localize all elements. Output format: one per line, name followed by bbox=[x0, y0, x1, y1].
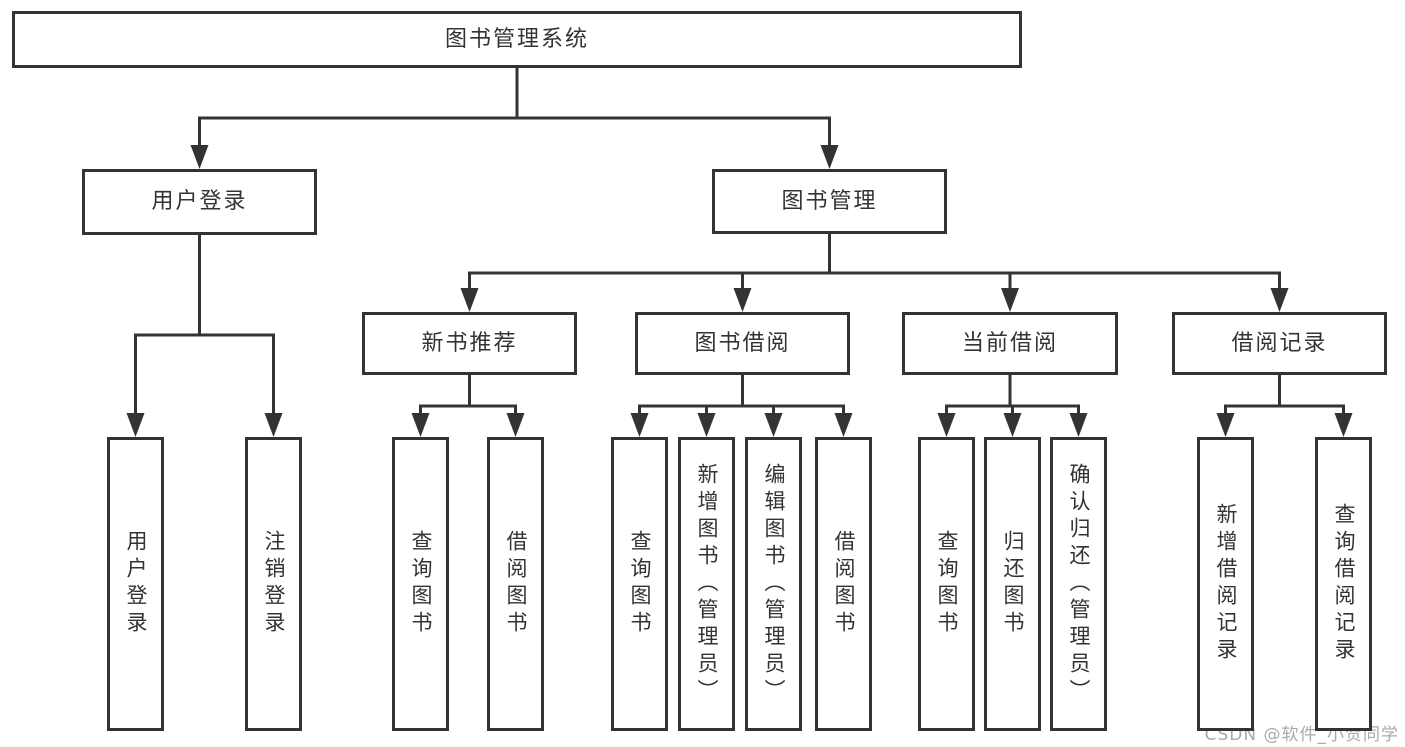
node-leaf-current-return: 归还图书 bbox=[984, 437, 1041, 731]
connector-arrowhead bbox=[1216, 413, 1235, 437]
node-leaf-current-query: 查询图书 bbox=[918, 437, 975, 731]
node-book-borrow: 图书借阅 bbox=[635, 312, 850, 375]
node-leaf-logout: 注销登录 bbox=[245, 437, 302, 731]
connector-arrowhead bbox=[1003, 413, 1022, 437]
node-leaf-records-add: 新增借阅记录 bbox=[1197, 437, 1254, 731]
connector-arrowhead bbox=[937, 413, 956, 437]
node-leaf-borrow-borrow: 借阅图书 bbox=[815, 437, 872, 731]
connector-arrowhead bbox=[820, 145, 839, 169]
connector-arrowhead bbox=[733, 288, 752, 312]
node-leaf-borrow-add: 新增图书（管理员） bbox=[678, 437, 735, 731]
connector-arrowhead bbox=[411, 413, 430, 437]
node-leaf-borrow-query: 查询图书 bbox=[611, 437, 668, 731]
connector-arrowhead bbox=[1001, 288, 1019, 312]
connector-arrowhead bbox=[126, 413, 145, 437]
connector-arrowhead bbox=[460, 288, 479, 312]
node-leaf-user-login: 用户登录 bbox=[107, 437, 164, 731]
connector-arrowhead bbox=[1069, 413, 1088, 437]
connector-arrowhead bbox=[1270, 288, 1289, 312]
connector-arrowhead bbox=[834, 413, 853, 437]
connector-arrowhead bbox=[190, 145, 209, 169]
connector-arrowhead bbox=[264, 413, 283, 437]
node-leaf-current-confirm: 确认归还（管理员） bbox=[1050, 437, 1107, 731]
node-leaf-recommend-borrow: 借阅图书 bbox=[487, 437, 544, 731]
node-new-book-recommend: 新书推荐 bbox=[362, 312, 577, 375]
connector-arrowhead bbox=[630, 413, 649, 437]
node-leaf-borrow-edit: 编辑图书（管理员） bbox=[745, 437, 802, 731]
node-borrow-records: 借阅记录 bbox=[1172, 312, 1387, 375]
connector-arrowhead bbox=[764, 413, 783, 437]
connector-arrowhead bbox=[1334, 413, 1353, 437]
node-leaf-recommend-query: 查询图书 bbox=[392, 437, 449, 731]
connector-arrowhead bbox=[506, 413, 525, 437]
node-book-management: 图书管理 bbox=[712, 169, 947, 234]
node-user-login: 用户登录 bbox=[82, 169, 317, 235]
node-current-borrow: 当前借阅 bbox=[902, 312, 1118, 375]
node-system: 图书管理系统 bbox=[12, 11, 1022, 68]
connector-arrowhead bbox=[697, 413, 716, 437]
node-leaf-records-query: 查询借阅记录 bbox=[1315, 437, 1372, 731]
